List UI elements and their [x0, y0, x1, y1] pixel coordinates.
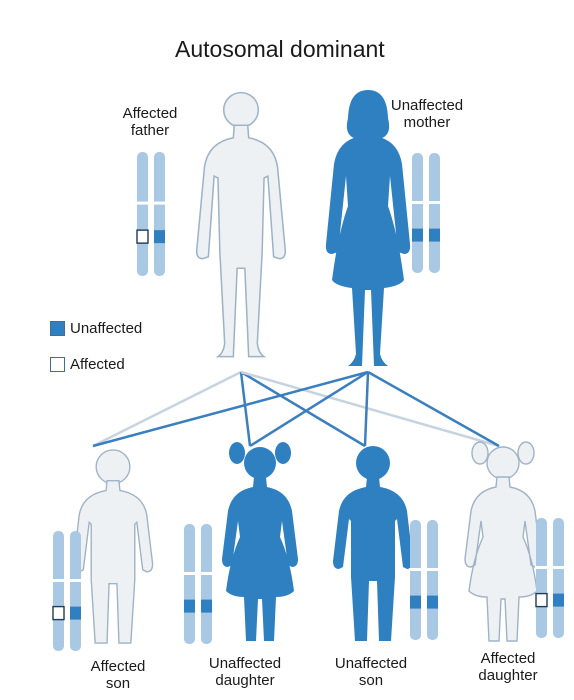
daughter1-figure [222, 442, 298, 641]
unaffected-allele-band [184, 600, 195, 613]
mother-label-line1: Unaffected [372, 97, 482, 114]
chromosome [427, 520, 438, 640]
unaffected-allele-band [429, 229, 440, 242]
centromere [411, 201, 424, 204]
father-figure [197, 93, 286, 357]
unaffected-allele-band [553, 594, 564, 607]
son2-label-line2: son [316, 672, 426, 689]
son2-label: Unaffected son [316, 655, 426, 689]
son1-label-line2: son [70, 675, 166, 692]
chromosome [137, 152, 148, 276]
unaffected-allele-band [427, 596, 438, 609]
son1-chromosome-pair [52, 531, 82, 651]
affected-allele-band [137, 230, 148, 243]
son2-figure [333, 446, 413, 641]
son1-label: Affected son [70, 658, 166, 692]
legend-item-unaffected: Unaffected [50, 320, 142, 337]
line-father-son1 [93, 372, 241, 446]
centromere [426, 568, 439, 571]
centromere [535, 566, 548, 569]
legend-label-affected: Affected [70, 356, 125, 373]
centromere [552, 566, 565, 569]
daughter1-label: Unaffected daughter [190, 655, 300, 689]
daughter2-label: Affected daughter [458, 650, 558, 684]
chromosome [154, 152, 165, 276]
daughter2-figure [465, 442, 541, 641]
chromosome [553, 518, 564, 638]
diagram-title: Autosomal dominant [175, 36, 385, 63]
legend-swatch-unaffected [50, 321, 65, 336]
father-label-line1: Affected [100, 105, 200, 122]
chromosome [429, 153, 440, 273]
son1-figure [73, 450, 152, 643]
unaffected-allele-band [201, 600, 212, 613]
mother-chromosome-pair [411, 153, 441, 273]
line-father-daughter1 [241, 372, 250, 446]
chromosome [536, 518, 547, 638]
unaffected-allele-band [412, 229, 423, 242]
daughter2-chromosome-pair [535, 518, 565, 638]
centromere [409, 568, 422, 571]
father-chromosome-pair [136, 152, 166, 276]
legend-item-affected: Affected [50, 356, 125, 373]
mother-figure [326, 90, 410, 366]
daughter1-label-line1: Unaffected [190, 655, 300, 672]
legend-swatch-affected [50, 357, 65, 372]
line-mother-son2 [365, 372, 368, 446]
son2-chromosome-pair [409, 520, 439, 640]
inheritance-lines [93, 372, 499, 446]
chromosome [184, 524, 195, 644]
unaffected-allele-band [410, 596, 421, 609]
centromere [136, 202, 149, 205]
chromosome [412, 153, 423, 273]
son1-label-line1: Affected [70, 658, 166, 675]
affected-allele-band [53, 607, 64, 620]
mother-label: Unaffected mother [372, 97, 482, 131]
mother-label-line2: mother [372, 114, 482, 131]
unaffected-allele-band [70, 607, 81, 620]
line-mother-daughter2 [368, 372, 499, 446]
chromosome [201, 524, 212, 644]
daughter1-label-line2: daughter [190, 672, 300, 689]
chromosome [410, 520, 421, 640]
line-mother-son1 [93, 372, 368, 446]
line-mother-daughter1 [250, 372, 368, 446]
affected-allele-band [536, 594, 547, 607]
line-father-son2 [241, 372, 365, 446]
centromere [69, 579, 82, 582]
centromere [428, 201, 441, 204]
daughter2-label-line1: Affected [458, 650, 558, 667]
centromere [52, 579, 65, 582]
centromere [183, 572, 196, 575]
father-label-line2: father [100, 122, 200, 139]
son2-label-line1: Unaffected [316, 655, 426, 672]
chromosome [70, 531, 81, 651]
centromere [153, 202, 166, 205]
daughter2-label-line2: daughter [458, 667, 558, 684]
daughter1-chromosome-pair [183, 524, 213, 644]
unaffected-allele-band [154, 230, 165, 243]
line-father-daughter2 [241, 372, 499, 446]
father-label: Affected father [100, 105, 200, 139]
chromosome [53, 531, 64, 651]
centromere [200, 572, 213, 575]
legend-label-unaffected: Unaffected [70, 320, 142, 337]
